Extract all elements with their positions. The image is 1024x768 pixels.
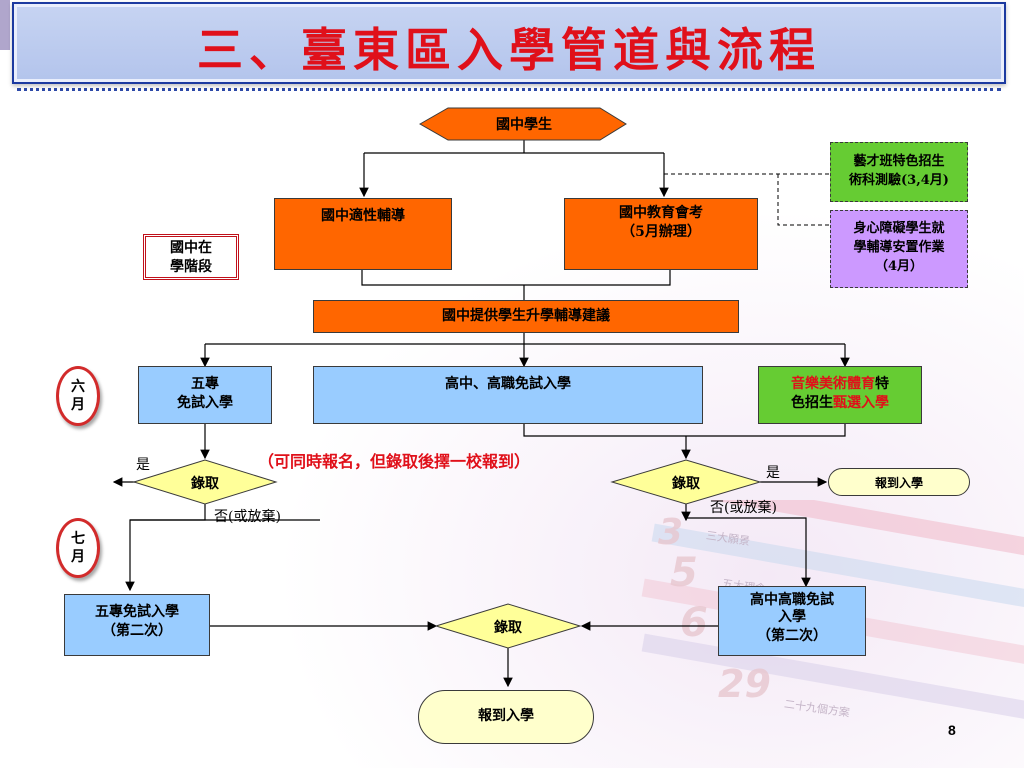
title-band: 三、臺東區入學管道與流程	[12, 2, 1006, 91]
five-year-line-2: 免試入學	[177, 395, 233, 411]
disability-line-2: 學輔導安置作業	[853, 240, 945, 255]
senior-high-label: 高中、高職免試入學	[445, 376, 571, 392]
senior-second-line-2: 入學	[778, 609, 806, 625]
connector	[125, 504, 206, 592]
connector	[686, 517, 811, 588]
yes-label-left: 是	[136, 457, 150, 473]
senior-second-box: 高中高職免試 入學 （第二次）	[718, 586, 866, 656]
connector	[523, 424, 846, 437]
five-year-second-line-2: （第二次）	[102, 623, 172, 639]
five-year-box: 五專 免試入學	[138, 366, 272, 424]
music-part-4: 甄選入學	[833, 395, 889, 411]
report-box-right: 報到入學	[828, 468, 970, 496]
counsel-label: 國中適性輔導	[321, 208, 405, 224]
disability-line-1: 身心障礙學生就	[853, 221, 945, 236]
left-accent-bar	[0, 0, 10, 50]
stage-line-1: 國中在	[170, 240, 212, 256]
five-year-second-line-1: 五專免試入學	[95, 604, 179, 620]
june-marker: 六月	[56, 366, 100, 426]
simultaneous-note: （可同時報名，但錄取後擇一校報到）	[258, 452, 531, 471]
disability-line-3: （4月）	[874, 259, 924, 274]
music-art-sports-box: 音樂美術體育特 色招生甄選入學	[758, 366, 922, 424]
disability-box: 身心障礙學生就 學輔導安置作業 （4月）	[830, 210, 968, 288]
five-year-line-1: 五專	[191, 376, 219, 392]
connector	[361, 270, 671, 286]
art-line-1: 藝才班特色招生	[853, 154, 945, 169]
stage-line-2: 學階段	[170, 259, 212, 275]
music-part-2: 特	[875, 376, 889, 392]
admit-diamond-left	[132, 459, 278, 505]
five-year-second-box: 五專免試入學 （第二次）	[64, 594, 210, 656]
page-number: 8	[948, 722, 956, 738]
july-label: 七月	[71, 531, 85, 565]
yes-label-right: 是	[766, 465, 780, 481]
counsel-box: 國中適性輔導	[274, 198, 452, 270]
art-class-box: 藝才班特色招生 術科測驗(3,4月)	[830, 142, 968, 202]
senior-second-line-1: 高中高職免試	[750, 592, 834, 608]
art-line-2: 術科測驗(3,4月)	[849, 173, 949, 188]
senior-second-line-3: （第二次）	[757, 628, 827, 644]
senior-high-box: 高中、高職免試入學	[313, 366, 703, 424]
report-box-bottom: 報到入學	[418, 690, 594, 744]
dashed-connector	[777, 174, 830, 226]
july-marker: 七月	[56, 518, 100, 578]
stage-label-box: 國中在 學階段	[143, 234, 239, 280]
exam-box: 國中教育會考 （5月辦理）	[564, 198, 758, 270]
no-label-left: 否(或放棄)	[214, 509, 281, 525]
music-part-3: 色招生	[791, 395, 833, 411]
slide-title: 三、臺東區入學管道與流程	[197, 23, 821, 77]
exam-line-1: 國中教育會考	[619, 205, 703, 221]
student-hexagon	[418, 107, 627, 141]
exam-line-2: （5月辦理）	[621, 224, 701, 240]
admit-diamond-right	[610, 459, 762, 505]
advice-box: 國中提供學生升學輔導建議	[313, 300, 739, 333]
june-label: 六月	[71, 379, 85, 413]
advice-label: 國中提供學生升學輔導建議	[442, 308, 610, 324]
music-part-1: 音樂美術體育	[791, 376, 875, 392]
report-label-right: 報到入學	[874, 476, 923, 490]
admit-diamond-bottom	[434, 603, 582, 649]
no-label-right: 否(或放棄)	[710, 500, 777, 516]
report-label-bottom: 報到入學	[478, 708, 534, 724]
